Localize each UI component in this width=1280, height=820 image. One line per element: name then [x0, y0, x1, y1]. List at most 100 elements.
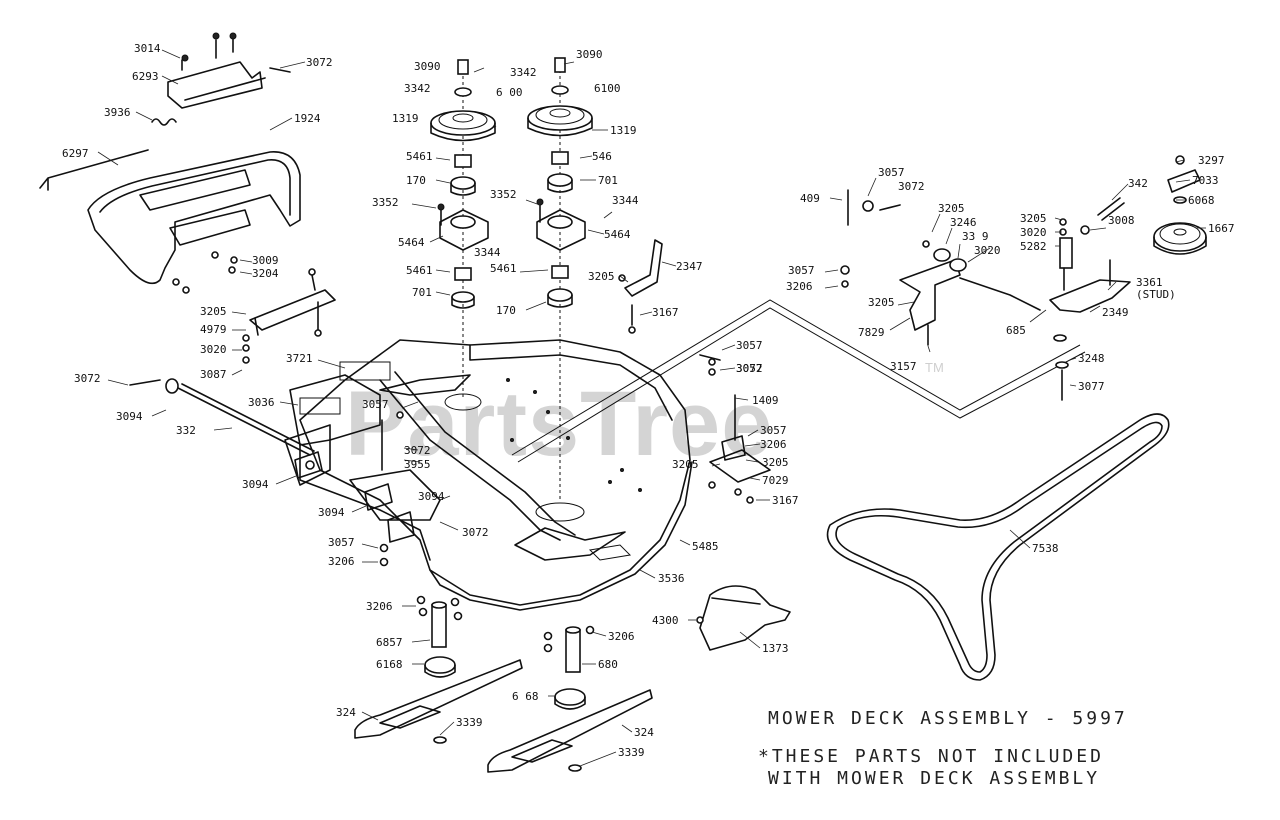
- callout-label: 3077: [1078, 380, 1105, 393]
- callout-label: 3057: [736, 339, 763, 352]
- callout-label: 3352: [372, 196, 399, 209]
- callout-label: 3036: [248, 396, 275, 409]
- callout-label: 2347: [676, 260, 703, 273]
- callout-label: 3057: [760, 424, 787, 437]
- callout-labels: 3014 3072 6293 3936 1924 6297 3009 3204 …: [62, 42, 1235, 759]
- callout-label: 1319: [392, 112, 419, 125]
- callout-label: 3204: [252, 267, 279, 280]
- callout-label: 3342: [510, 66, 537, 79]
- callout-label: 3072: [736, 362, 763, 375]
- idler-pulley-1667: [1153, 155, 1207, 255]
- discharge-chute-1373: [696, 585, 791, 651]
- callout-label: 3072: [306, 56, 333, 69]
- callout-label: 3072: [74, 372, 101, 385]
- idler-bracket-7029: [699, 354, 771, 504]
- callout-label: 3009: [252, 254, 279, 267]
- callout-label: 3008: [1108, 214, 1135, 227]
- callout-label: 6168: [376, 658, 403, 671]
- callout-label: 3014: [134, 42, 161, 55]
- callout-label: 5485: [692, 540, 719, 553]
- callout-label: 5464: [398, 236, 425, 249]
- callout-label: 3206: [328, 555, 355, 568]
- callout-label: 3090: [414, 60, 441, 73]
- callout-label: 3057: [362, 398, 389, 411]
- callout-label: 3248: [1078, 352, 1105, 365]
- callout-label: 3352: [490, 188, 517, 201]
- callout-label: 3167: [772, 494, 799, 507]
- v-belt-7538: [826, 413, 1170, 681]
- watermark-tm: TM: [925, 360, 944, 375]
- callout-label: 332: [176, 424, 196, 437]
- callout-label: 3206: [366, 600, 393, 613]
- callout-label: 3205: [672, 458, 699, 471]
- callout-label: 170: [496, 304, 516, 317]
- callout-label: 3094: [418, 490, 445, 503]
- callout-label: 3205: [1020, 212, 1047, 225]
- callout-label: 3536: [658, 572, 685, 585]
- callout-label: 685: [1006, 324, 1026, 337]
- callout-label: 7829: [858, 326, 885, 339]
- leader-lines: [97, 49, 1206, 767]
- callout-label: 3342: [404, 82, 431, 95]
- callout-label: 3057: [878, 166, 905, 179]
- callout-label: 3339: [618, 746, 645, 759]
- idler-arm-assembly: [840, 189, 1131, 401]
- callout-label: 3206: [760, 438, 787, 451]
- callout-label: 6297: [62, 147, 89, 160]
- callout-label: 3339: [456, 716, 483, 729]
- callout-label: 3087: [200, 368, 227, 381]
- callout-label: 3057: [328, 536, 355, 549]
- callout-label: 3090: [576, 48, 603, 61]
- callout-label: 6100: [594, 82, 621, 95]
- callout-label: 3297: [1198, 154, 1225, 167]
- callout-label: 170: [406, 174, 426, 187]
- callout-label: 342: [1128, 177, 1148, 190]
- callout-label: 3344: [612, 194, 639, 207]
- callout-label: 4300: [652, 614, 679, 627]
- idler-bracket-4979: [242, 268, 336, 364]
- callout-label: 3094: [318, 506, 345, 519]
- bracket-2347: [618, 239, 663, 334]
- callout-label: 3094: [242, 478, 269, 491]
- spindle-assembly-left: [430, 59, 496, 400]
- spindle-assembly-right: [527, 57, 593, 500]
- callout-label: 6 68: [512, 690, 539, 703]
- note-line-1: *THESE PARTS NOT INCLUDED: [758, 746, 1104, 767]
- callout-label: 3721: [286, 352, 313, 365]
- callout-label: 3072: [404, 444, 431, 457]
- callout-label: 701: [412, 286, 432, 299]
- callout-label: 3361: [1136, 276, 1163, 289]
- callout-label: 5461: [406, 264, 433, 277]
- callout-label: 33 9: [962, 230, 989, 243]
- callout-label: 3205: [938, 202, 965, 215]
- callout-label: 3072: [462, 526, 489, 539]
- diagram-title: MOWER DECK ASSEMBLY - 5997: [768, 708, 1128, 729]
- callout-label: 3205: [868, 296, 895, 309]
- callout-label: 3246: [950, 216, 977, 229]
- front-rod-332: [129, 378, 415, 567]
- callout-label: 6293: [132, 70, 159, 83]
- callout-label: 3205: [762, 456, 789, 469]
- callout-label: 6 00: [496, 86, 523, 99]
- callout-label: (STUD): [1136, 288, 1176, 301]
- callout-label: 680: [598, 658, 618, 671]
- callout-label: 3057: [736, 362, 763, 375]
- blade-assembly-right: [487, 625, 653, 773]
- callout-label: 3206: [608, 630, 635, 643]
- callout-label: 5282: [1020, 240, 1047, 253]
- callout-label: 324: [634, 726, 654, 739]
- callout-label: 3020: [1020, 226, 1047, 239]
- callout-label: 3057: [788, 264, 815, 277]
- callout-label: 4979: [200, 323, 227, 336]
- callout-label: 3344: [474, 246, 501, 259]
- callout-label: 324: [336, 706, 356, 719]
- callout-label: 2349: [1102, 306, 1129, 319]
- callout-label: 701: [598, 174, 618, 187]
- callout-label: 3205: [588, 270, 615, 283]
- callout-label: 1319: [610, 124, 637, 137]
- callout-label: 3936: [104, 106, 131, 119]
- callout-label: 1409: [752, 394, 779, 407]
- callout-label: 3020: [974, 244, 1001, 257]
- callout-label: 7033: [1192, 174, 1219, 187]
